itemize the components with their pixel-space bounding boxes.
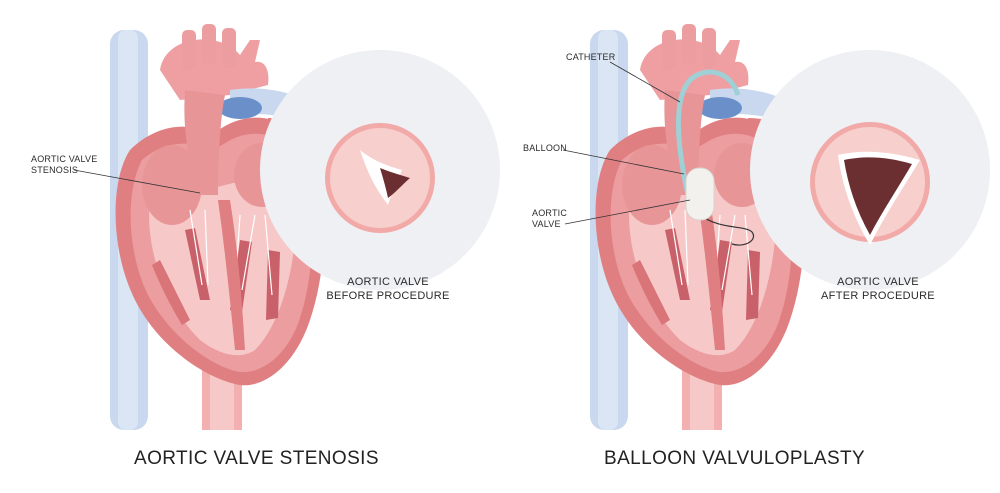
catheter-label: CATHETER [566, 52, 616, 62]
balloon-label: BALLOON [523, 143, 567, 153]
right-inset-label-line1: AORTIC VALVE [837, 276, 919, 288]
left-inset-label-line1: AORTIC VALVE [347, 276, 429, 288]
stenosis-annotation-line2: STENOSIS [31, 165, 78, 175]
catheter-leader-line [609, 61, 681, 103]
balloon [685, 167, 715, 221]
stenosis-annotation-line1: AORTIC VALVE [31, 154, 97, 164]
right-valve-inset [810, 122, 930, 245]
guide-wire [699, 214, 754, 246]
left-inset-label-line2: BEFORE PROCEDURE [326, 290, 449, 302]
left-valve-inset [325, 123, 435, 233]
right-inset-label-line2: AFTER PROCEDURE [821, 290, 935, 302]
stenosis-leader-line [73, 169, 201, 194]
right-caption: BALLOON VALVULOPLASTY [604, 448, 866, 469]
aortic-valve-label-line2: VALVE [532, 219, 561, 229]
valve-leader-line [564, 199, 691, 225]
balloon-leader-line [562, 149, 685, 175]
catheter [676, 69, 741, 196]
left-caption: AORTIC VALVE STENOSIS [134, 448, 379, 469]
aortic-valve-label-line1: AORTIC [532, 208, 567, 218]
